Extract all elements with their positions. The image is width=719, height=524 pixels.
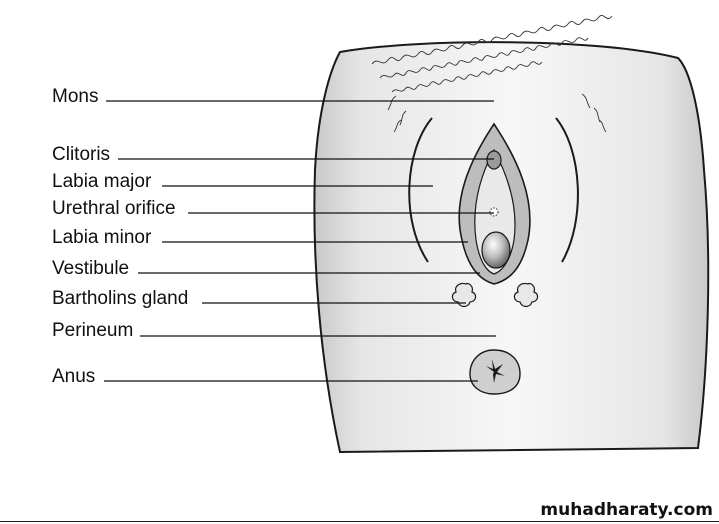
label-labia-major: Labia major <box>52 171 152 192</box>
label-vestibule: Vestibule <box>52 258 129 279</box>
label-mons: Mons <box>52 86 98 107</box>
watermark: muhadharaty.com <box>540 500 713 520</box>
label-clitoris: Clitoris <box>52 144 110 165</box>
label-perineum: Perineum <box>52 320 133 341</box>
urethral-orifice <box>489 207 499 217</box>
label-labia-minor: Labia minor <box>52 227 152 248</box>
label-bartholins-gland: Bartholins gland <box>52 288 188 309</box>
vaginal-opening <box>481 231 511 269</box>
bartholins-gland-left <box>451 282 477 308</box>
clitoris <box>486 150 502 170</box>
labia-major-outline-right <box>555 117 579 263</box>
bartholins-gland-right <box>513 282 539 308</box>
label-anus: Anus <box>52 366 95 387</box>
label-urethral-orifice: Urethral orifice <box>52 198 176 219</box>
anus-center <box>486 359 505 383</box>
hair-texture <box>371 15 613 133</box>
bottom-rule <box>0 521 719 522</box>
